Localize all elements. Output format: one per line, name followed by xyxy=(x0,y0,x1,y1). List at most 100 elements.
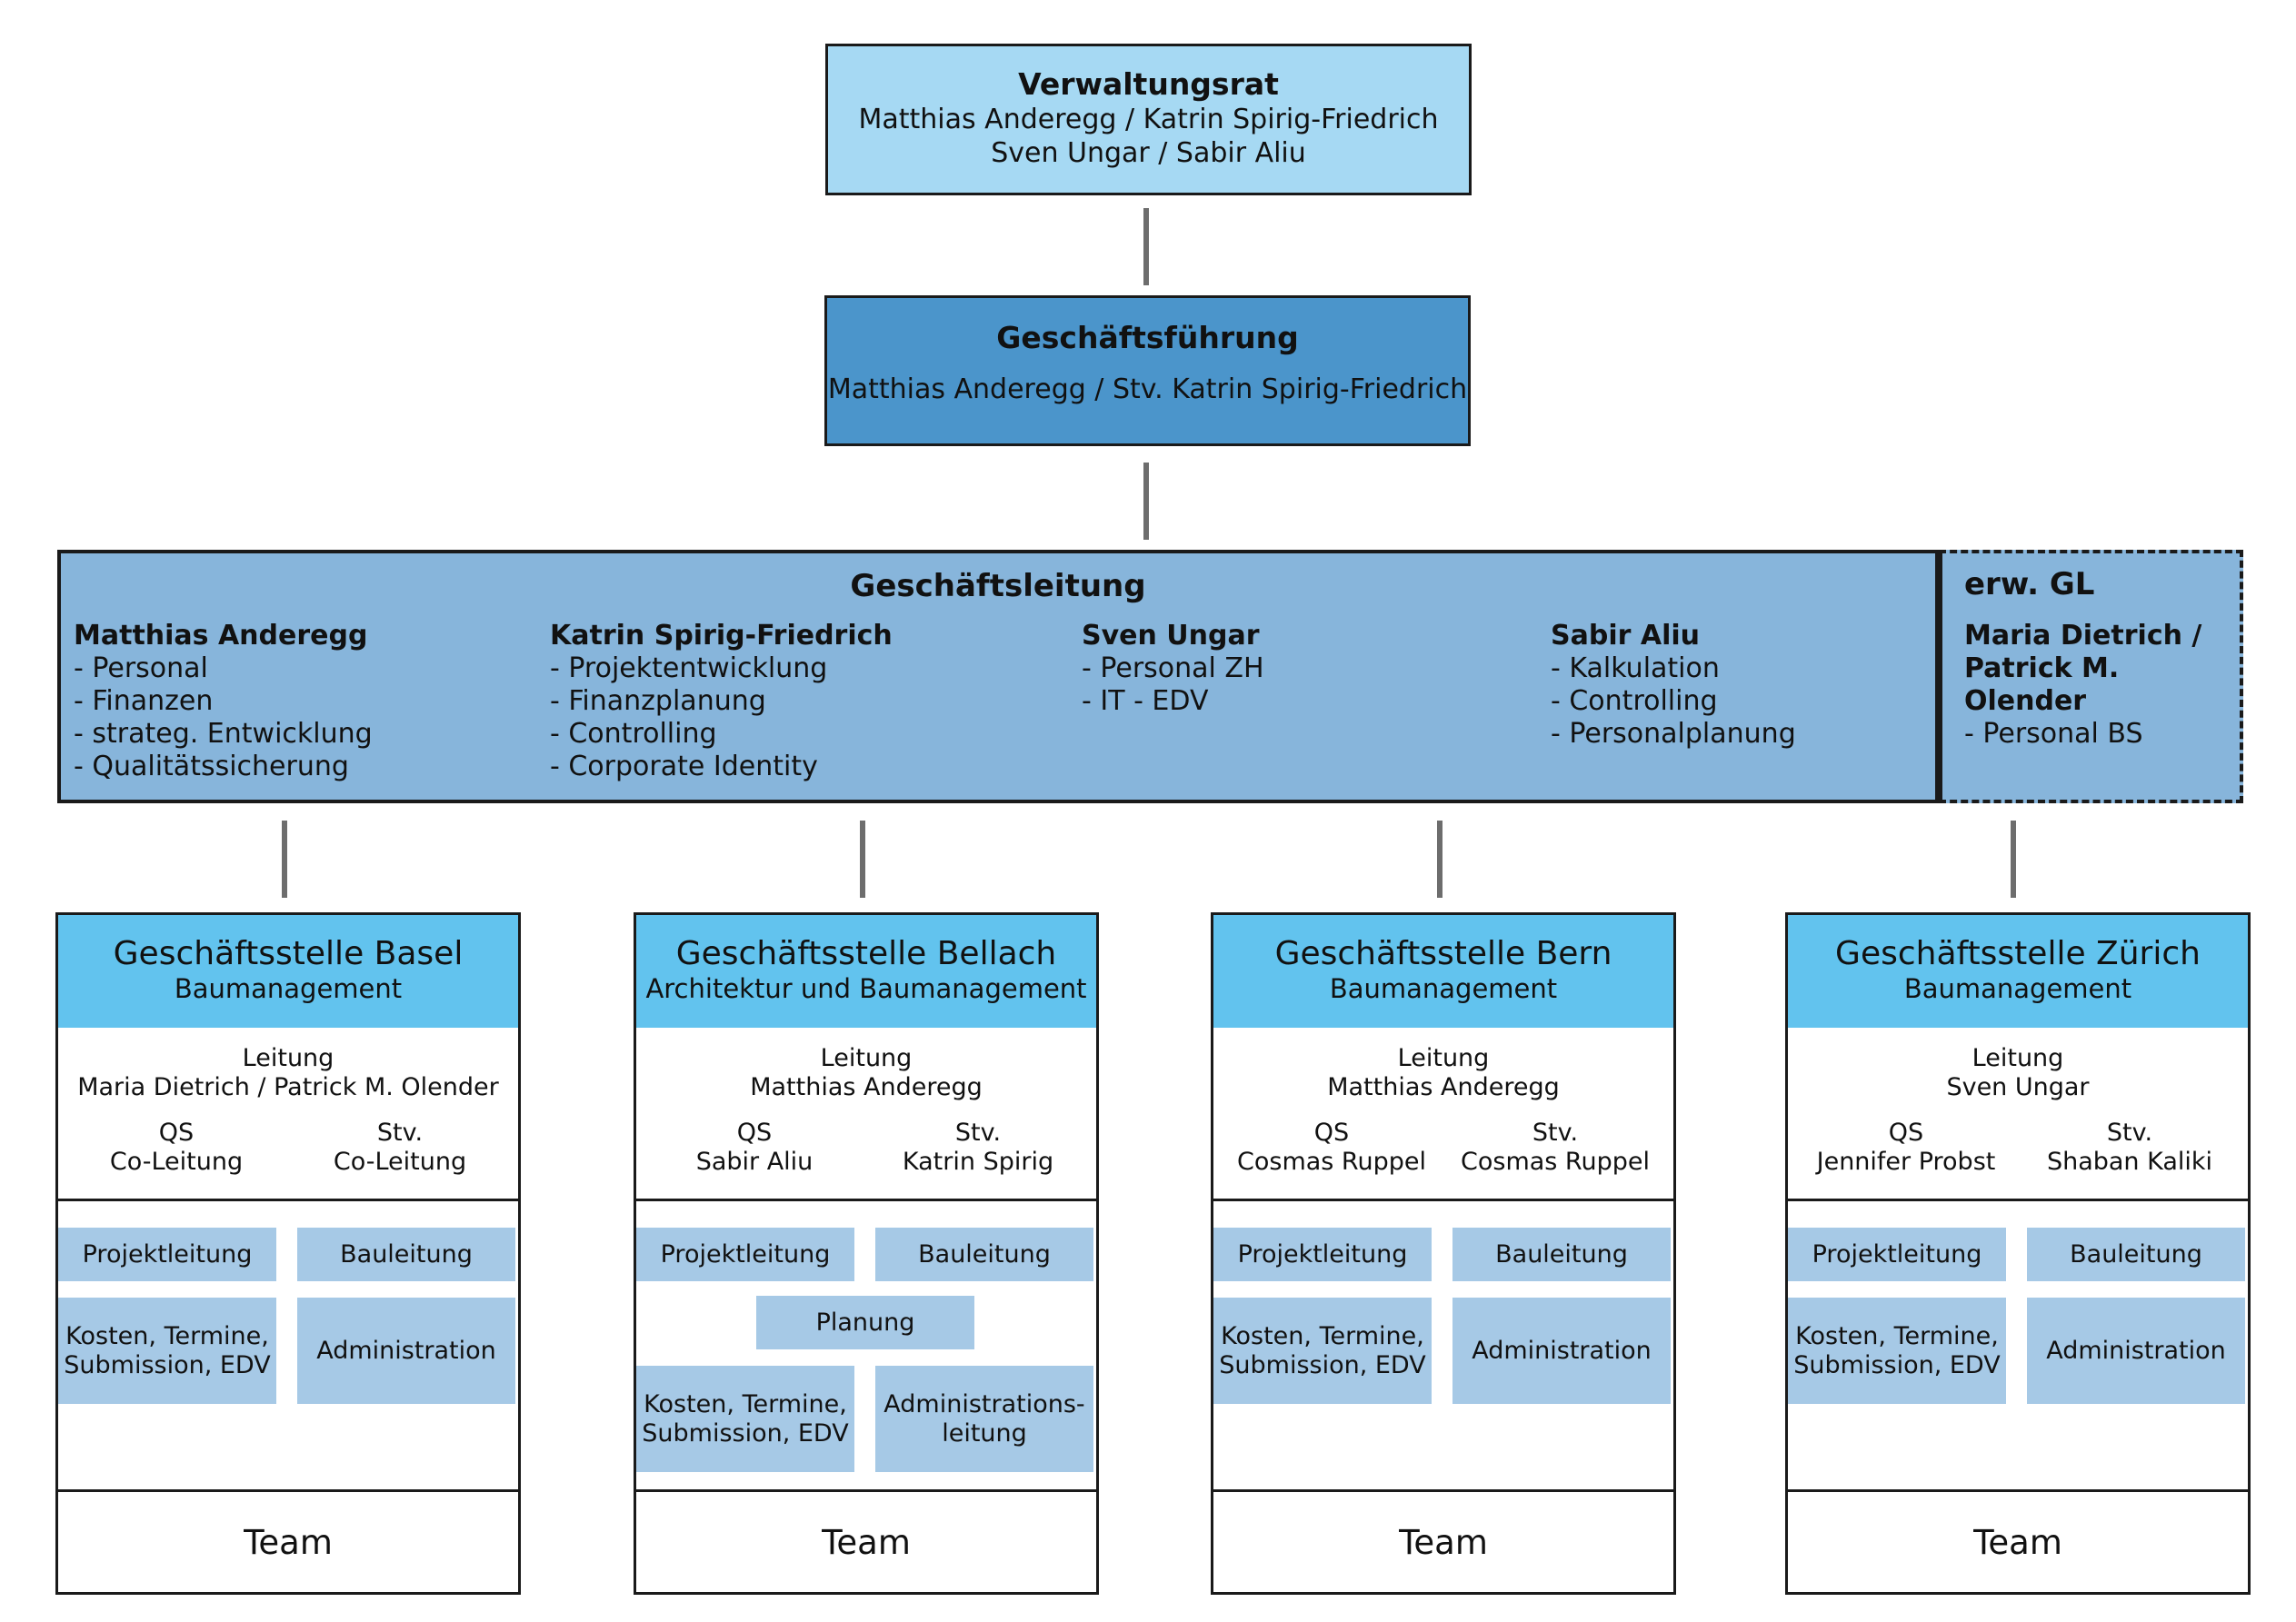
branch-leadership: Leitung Matthias Anderegg QS Sabir Aliu … xyxy=(636,1028,1096,1201)
qs-label: QS xyxy=(158,1119,195,1147)
team-row: Team xyxy=(636,1489,1096,1592)
connector-gl-bern xyxy=(1437,821,1442,898)
cell-bauleitung: Bauleitung xyxy=(1452,1228,1671,1281)
branch-title: Geschäftsstelle Zürich xyxy=(1835,935,2201,972)
cell-projektleitung: Projektleitung xyxy=(1788,1228,2006,1281)
gl-member-task: - Controlling xyxy=(550,718,717,750)
geschaeftsfuehrung-title: Geschäftsführung xyxy=(996,320,1299,355)
qs-name: Cosmas Ruppel xyxy=(1237,1148,1426,1176)
qs-label: QS xyxy=(1888,1119,1924,1147)
stv-label: Stv. xyxy=(2106,1119,2153,1147)
geschaeftsleitung-title: Geschäftsleitung xyxy=(850,568,1146,604)
stv-block: Stv. Shaban Kaliki xyxy=(2011,1119,2248,1177)
cell-administration: Administration xyxy=(1452,1298,1671,1404)
geschaeftsleitung-box: Geschäftsleitung Matthias Anderegg - Per… xyxy=(57,550,1939,803)
cell-kosten-termine: Kosten, Termine, Submission, EDV xyxy=(1213,1298,1432,1404)
geschaeftsfuehrung-members: Matthias Anderegg / Stv. Katrin Spirig-F… xyxy=(827,373,1468,405)
branch-subtitle: Baumanagement xyxy=(1329,973,1558,1004)
branch-bellach: Geschäftsstelle Bellach Architektur und … xyxy=(634,912,1099,1595)
connector-gf-gl xyxy=(1143,463,1149,540)
gl-member-task: - Corporate Identity xyxy=(550,751,818,782)
cell-administration: Administration xyxy=(2027,1298,2245,1404)
gl-member-task: - Finanzen xyxy=(74,685,214,717)
lead-name: Sven Ungar xyxy=(1946,1073,2090,1101)
gl-member-task: - strateg. Entwicklung xyxy=(74,718,373,750)
stv-block: Stv. Katrin Spirig xyxy=(860,1119,1096,1177)
branch-title: Geschäftsstelle Bern xyxy=(1274,935,1612,972)
verwaltungsrat-members-line2: Sven Ungar / Sabir Aliu xyxy=(991,137,1306,169)
cell-bauleitung: Bauleitung xyxy=(297,1228,515,1281)
stv-label: Stv. xyxy=(954,1119,1002,1147)
qs-block: QS Jennifer Probst xyxy=(1788,1119,2024,1177)
verwaltungsrat-members-line1: Matthias Anderegg / Katrin Spirig-Friedr… xyxy=(858,104,1439,135)
gl-member: Sven Ungar - Personal ZH - IT - EDV xyxy=(1082,620,1264,718)
lead-name: Maria Dietrich / Patrick M. Olender xyxy=(77,1073,499,1101)
branch-title: Geschäftsstelle Bellach xyxy=(675,935,1057,972)
gl-member-task: - Personalplanung xyxy=(1551,718,1796,750)
stv-name: Cosmas Ruppel xyxy=(1461,1148,1650,1176)
gl-member-name: Matthias Anderegg xyxy=(74,620,368,652)
qs-label: QS xyxy=(1313,1119,1350,1147)
gl-member-task: - Qualitätssicherung xyxy=(74,751,349,782)
cell-planung: Planung xyxy=(756,1296,974,1349)
qs-name: Co-Leitung xyxy=(109,1148,244,1176)
team-row: Team xyxy=(58,1489,518,1592)
cell-projektleitung: Projektleitung xyxy=(636,1228,854,1281)
cell-bauleitung: Bauleitung xyxy=(2027,1228,2245,1281)
erw-gl-name-line2: Patrick M. Olender xyxy=(1964,652,2120,717)
gl-member-task: - IT - EDV xyxy=(1082,685,1209,717)
gl-member-task: - Kalkulation xyxy=(1551,652,1720,684)
stv-label: Stv. xyxy=(1532,1119,1579,1147)
branch-zuerich: Geschäftsstelle Zürich Baumanagement Lei… xyxy=(1785,912,2251,1595)
branch-subtitle: Baumanagement xyxy=(1903,973,2132,1004)
team-row: Team xyxy=(1213,1489,1673,1592)
cell-administrationsleitung: Administrations- leitung xyxy=(875,1366,1093,1472)
lead-label: Leitung xyxy=(820,1044,913,1072)
geschaeftsfuehrung-box: Geschäftsführung Matthias Anderegg / Stv… xyxy=(824,295,1471,446)
cell-projektleitung: Projektleitung xyxy=(1213,1228,1432,1281)
qs-name: Jennifer Probst xyxy=(1816,1148,1996,1176)
gl-member: Matthias Anderegg - Personal - Finanzen … xyxy=(74,620,373,783)
lead-name: Matthias Anderegg xyxy=(750,1073,983,1101)
gl-member: Katrin Spirig-Friedrich - Projektentwick… xyxy=(550,620,893,783)
gl-member-task: - Personal xyxy=(74,652,208,684)
branch-header: Geschäftsstelle Bellach Architektur und … xyxy=(636,915,1096,1028)
erw-gl-box: erw. GL Maria Dietrich / Patrick M. Olen… xyxy=(1939,550,2243,803)
gl-member-name: Katrin Spirig-Friedrich xyxy=(550,620,893,652)
qs-block: QS Co-Leitung xyxy=(58,1119,294,1177)
branch-header: Geschäftsstelle Zürich Baumanagement xyxy=(1788,915,2248,1028)
connector-gl-bellach xyxy=(860,821,865,898)
gl-member-task: - Projektentwicklung xyxy=(550,652,828,684)
stv-block: Stv. Co-Leitung xyxy=(282,1119,518,1177)
lead-label: Leitung xyxy=(1397,1044,1490,1072)
cell-kosten-termine: Kosten, Termine, Submission, EDV xyxy=(1788,1298,2006,1404)
lead-label: Leitung xyxy=(1972,1044,2064,1072)
gl-member-name: Sabir Aliu xyxy=(1551,620,1700,652)
stv-label: Stv. xyxy=(376,1119,424,1147)
connector-gl-basel xyxy=(282,821,287,898)
team-row: Team xyxy=(1788,1489,2248,1592)
lead-name: Matthias Anderegg xyxy=(1327,1073,1560,1101)
qs-name: Sabir Aliu xyxy=(695,1148,814,1176)
branch-leadership: Leitung Matthias Anderegg QS Cosmas Rupp… xyxy=(1213,1028,1673,1201)
verwaltungsrat-title: Verwaltungsrat xyxy=(1018,66,1279,102)
branch-header: Geschäftsstelle Basel Baumanagement xyxy=(58,915,518,1028)
cell-kosten-termine: Kosten, Termine, Submission, EDV xyxy=(636,1366,854,1472)
stv-name: Katrin Spirig xyxy=(902,1148,1054,1176)
branch-bern: Geschäftsstelle Bern Baumanagement Leitu… xyxy=(1211,912,1676,1595)
lead-label: Leitung xyxy=(242,1044,334,1072)
erw-gl-task: - Personal BS xyxy=(1964,718,2143,750)
cell-bauleitung: Bauleitung xyxy=(875,1228,1093,1281)
branch-subtitle: Architektur und Baumanagement xyxy=(645,973,1087,1004)
cell-kosten-termine: Kosten, Termine, Submission, EDV xyxy=(58,1298,276,1404)
stv-name: Shaban Kaliki xyxy=(2046,1148,2213,1176)
verwaltungsrat-box: Verwaltungsrat Matthias Anderegg / Katri… xyxy=(825,44,1472,195)
connector-gl-zuerich xyxy=(2011,821,2016,898)
cell-projektleitung: Projektleitung xyxy=(58,1228,276,1281)
branch-header: Geschäftsstelle Bern Baumanagement xyxy=(1213,915,1673,1028)
erw-gl-name-line1: Maria Dietrich / xyxy=(1964,620,2202,652)
gl-member-name: Sven Ungar xyxy=(1082,620,1260,652)
gl-member-task: - Finanzplanung xyxy=(550,685,766,717)
branch-leadership: Leitung Sven Ungar QS Jennifer Probst St… xyxy=(1788,1028,2248,1201)
branch-title: Geschäftsstelle Basel xyxy=(113,935,464,972)
